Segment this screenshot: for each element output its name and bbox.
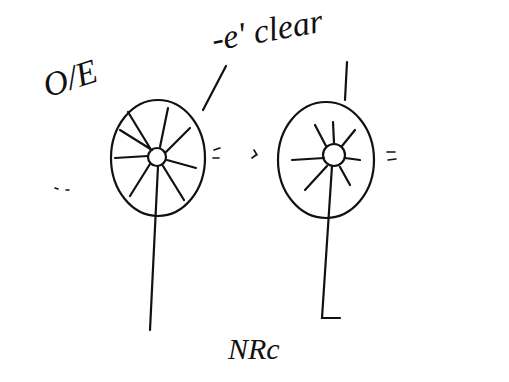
disc-outline xyxy=(111,100,205,216)
scribble xyxy=(252,150,396,160)
handwritten-label: O/E xyxy=(39,54,102,103)
stalk xyxy=(150,166,158,330)
disc-center xyxy=(323,144,345,166)
handwritten-label: NRc xyxy=(228,334,280,364)
leader-line xyxy=(203,66,226,110)
scribble xyxy=(55,148,220,190)
stalk xyxy=(322,166,340,318)
leader-line xyxy=(345,62,347,100)
disc-outline xyxy=(278,102,374,218)
radial-lines xyxy=(115,108,196,200)
radial-lines xyxy=(292,122,360,190)
handwritten-label: -e' clear xyxy=(209,4,325,57)
